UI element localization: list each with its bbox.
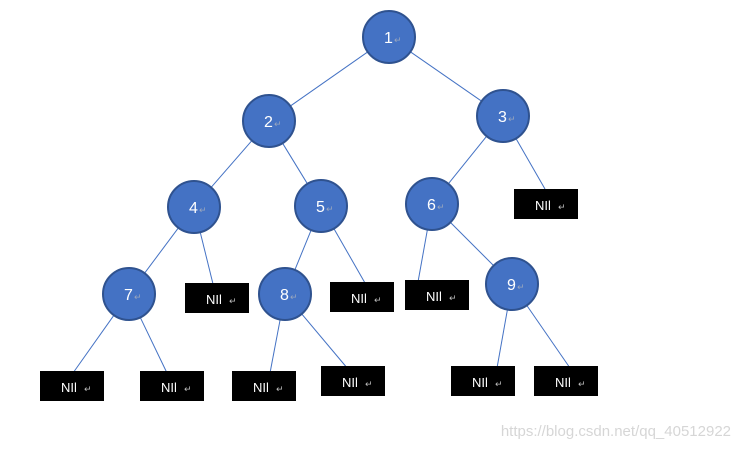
nil-3r-label: NIl (535, 198, 551, 213)
nil-6l-label: NIl (426, 289, 442, 304)
nil-8r-box: NIl ↵ (321, 366, 385, 396)
node-3: 3↵ (476, 89, 530, 143)
nil-8r-paragraph-mark: ↵ (365, 380, 373, 390)
nil-4r-rect (185, 283, 249, 313)
node-9: 9↵ (485, 257, 539, 311)
nil-boxes-layer: NIl ↵ NIl ↵ NIl ↵ NIl ↵ NIl ↵ NIl ↵ NIl ↵ NIl ↵ NIl ↵ NIl ↵ (40, 189, 598, 401)
nil-8r-rect (321, 366, 385, 396)
nil-3r-paragraph-mark: ↵ (558, 203, 566, 213)
edge-n4-n7 (144, 227, 179, 274)
edge-n7-nil-7r (139, 317, 168, 374)
node-7-paragraph-mark: ↵ (134, 293, 142, 303)
nil-7r-label: NIl (161, 380, 177, 395)
node-1-circle (362, 10, 416, 64)
node-5-circle (294, 179, 348, 233)
edge-n6-nil-6l (417, 229, 428, 283)
nil-9l-label: NIl (472, 375, 488, 390)
nil-8l-box: NIl ↵ (232, 371, 296, 401)
nil-7l-box: NIl ↵ (40, 371, 104, 401)
nil-3r-rect (514, 189, 578, 219)
edges-layer (72, 51, 571, 374)
nil-9r-rect (534, 366, 598, 396)
nil-5r-rect (330, 282, 394, 312)
edge-n3-n6 (447, 135, 488, 185)
node-9-paragraph-mark: ↵ (517, 283, 525, 293)
node-2-circle (242, 94, 296, 148)
node-3-circle (476, 89, 530, 143)
node-5: 5↵ (294, 179, 348, 233)
node-4-label: 4 (189, 200, 198, 217)
node-8-paragraph-mark: ↵ (290, 293, 298, 303)
node-6: 6↵ (405, 177, 459, 231)
edge-n9-nil-9r (526, 305, 571, 369)
nil-9l-box: NIl ↵ (451, 366, 515, 396)
node-7: 7↵ (102, 267, 156, 321)
edge-n6-n9 (450, 222, 494, 266)
nil-6l-box: NIl ↵ (405, 280, 469, 310)
nil-3r-box: NIl ↵ (514, 189, 578, 219)
edge-n2-n4 (210, 140, 253, 188)
nil-5r-label: NIl (351, 291, 367, 306)
nil-5r-paragraph-mark: ↵ (374, 296, 382, 306)
node-1-paragraph-mark: ↵ (394, 36, 402, 46)
watermark-text: https://blog.csdn.net/qq_40512922 (500, 423, 731, 440)
nil-9l-rect (451, 366, 515, 396)
nil-7l-label: NIl (61, 380, 77, 395)
node-8-label: 8 (280, 287, 289, 304)
node-3-label: 3 (498, 109, 507, 126)
node-6-paragraph-mark: ↵ (437, 203, 445, 213)
node-5-paragraph-mark: ↵ (326, 205, 334, 215)
nil-9l-paragraph-mark: ↵ (495, 380, 503, 390)
nil-7r-rect (140, 371, 204, 401)
nil-9r-box: NIl ↵ (534, 366, 598, 396)
nodes-layer: 1↵2↵3↵4↵5↵6↵7↵8↵9↵ (102, 10, 539, 321)
nil-8r-label: NIl (342, 375, 358, 390)
node-2-label: 2 (264, 114, 273, 131)
node-7-label: 7 (124, 287, 133, 304)
nil-6l-paragraph-mark: ↵ (449, 294, 457, 304)
node-7-circle (102, 267, 156, 321)
edge-n5-nil-5r (333, 228, 366, 284)
edge-n8-nil-8l (269, 319, 281, 374)
nil-7r-paragraph-mark: ↵ (184, 385, 192, 395)
edge-n2-n5 (282, 142, 308, 185)
edge-n5-n8 (294, 229, 312, 271)
node-6-label: 6 (427, 197, 436, 214)
node-6-circle (405, 177, 459, 231)
node-9-label: 9 (507, 277, 516, 294)
nil-7l-paragraph-mark: ↵ (84, 385, 92, 395)
nil-5r-box: NIl ↵ (330, 282, 394, 312)
nil-4r-paragraph-mark: ↵ (229, 297, 237, 307)
edge-n3-nil-3r (515, 138, 546, 190)
node-4: 4↵ (167, 180, 221, 234)
edge-n1-n3 (410, 51, 482, 102)
node-1-label: 1 (384, 30, 393, 47)
nil-9r-label: NIl (555, 375, 571, 390)
nil-7l-rect (40, 371, 104, 401)
node-2: 2↵ (242, 94, 296, 148)
node-4-paragraph-mark: ↵ (199, 206, 207, 216)
edge-n7-nil-7l (72, 314, 115, 374)
nil-9r-paragraph-mark: ↵ (578, 380, 586, 390)
node-2-paragraph-mark: ↵ (274, 120, 282, 130)
node-8-circle (258, 267, 312, 321)
node-9-circle (485, 257, 539, 311)
edge-n9-nil-9l (496, 309, 508, 369)
nil-6l-rect (405, 280, 469, 310)
nil-8l-rect (232, 371, 296, 401)
node-3-paragraph-mark: ↵ (508, 115, 516, 125)
node-5-label: 5 (316, 199, 325, 216)
edge-n4-nil-4r (199, 232, 214, 285)
node-4-circle (167, 180, 221, 234)
nil-7r-box: NIl ↵ (140, 371, 204, 401)
edge-n8-nil-8r (301, 313, 349, 370)
edge-n1-n2 (290, 51, 368, 107)
nil-8l-label: NIl (253, 380, 269, 395)
nil-8l-paragraph-mark: ↵ (276, 385, 284, 395)
nil-4r-label: NIl (206, 292, 222, 307)
nil-4r-box: NIl ↵ (185, 283, 249, 313)
node-8: 8↵ (258, 267, 312, 321)
node-1: 1↵ (362, 10, 416, 64)
